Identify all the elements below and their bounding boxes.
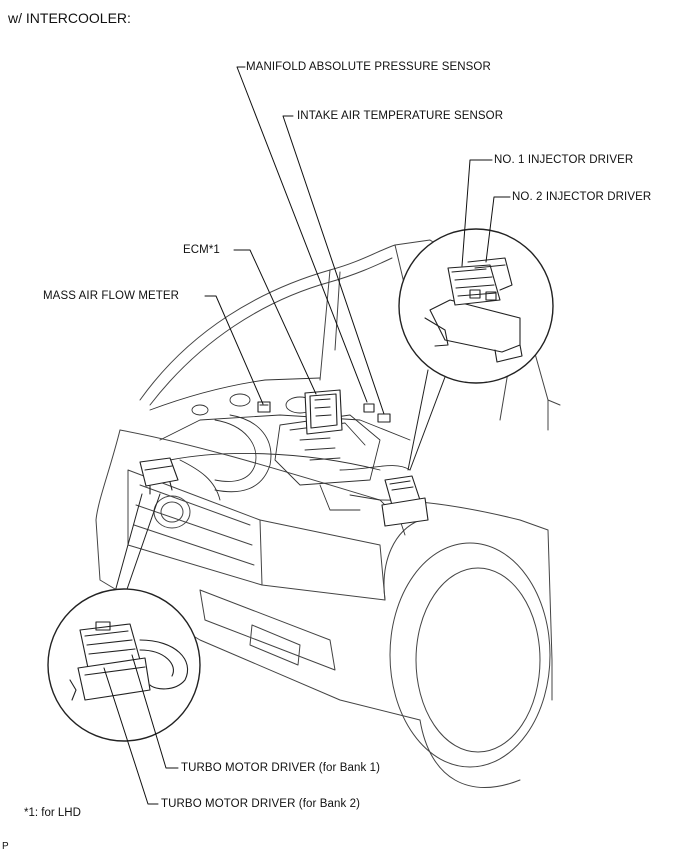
leader-ecm [233, 249, 317, 395]
engine-bay [149, 377, 411, 536]
label-no1-injector-driver: NO. 1 INJECTOR DRIVER [494, 154, 634, 166]
leader-lines [103, 66, 511, 805]
label-no2-injector-driver: NO. 2 INJECTOR DRIVER [512, 191, 652, 203]
maf-sensor [257, 401, 271, 413]
turbo-zoom [47, 493, 201, 742]
leader-injector1 [461, 159, 493, 267]
label-mass-air-flow-meter: MASS AIR FLOW METER [43, 290, 180, 302]
leader-maf [204, 295, 264, 405]
vehicle-body [95, 239, 561, 788]
label-manifold-absolute-pressure-sensor: MANIFOLD ABSOLUTE PRESSURE SENSOR [246, 61, 491, 73]
injector-driver-in-vehicle [381, 475, 429, 527]
iat-sensor [377, 413, 391, 423]
label-turbo-motor-driver-bank1: TURBO MOTOR DRIVER (for Bank 1) [181, 762, 381, 774]
label-turbo-motor-driver-bank2: TURBO MOTOR DRIVER (for Bank 2) [161, 798, 361, 810]
leader-injector2 [485, 196, 511, 263]
leader-turbo1 [131, 654, 179, 769]
label-ecm: ECM*1 [183, 244, 220, 256]
footnote: *1: for LHD [24, 807, 81, 819]
leader-intake [282, 115, 385, 415]
diagram-title: w/ INTERCOOLER: [8, 10, 131, 26]
figure-code: P [2, 841, 9, 852]
turbo-driver-in-vehicle [139, 457, 179, 495]
leader-manifold [236, 66, 368, 403]
ecm-unit [304, 389, 343, 435]
label-intake-air-temperature-sensor: INTAKE AIR TEMPERATURE SENSOR [297, 110, 504, 122]
leader-turbo2 [103, 667, 159, 805]
map-sensor [363, 403, 375, 413]
injector-zoom [398, 228, 554, 471]
